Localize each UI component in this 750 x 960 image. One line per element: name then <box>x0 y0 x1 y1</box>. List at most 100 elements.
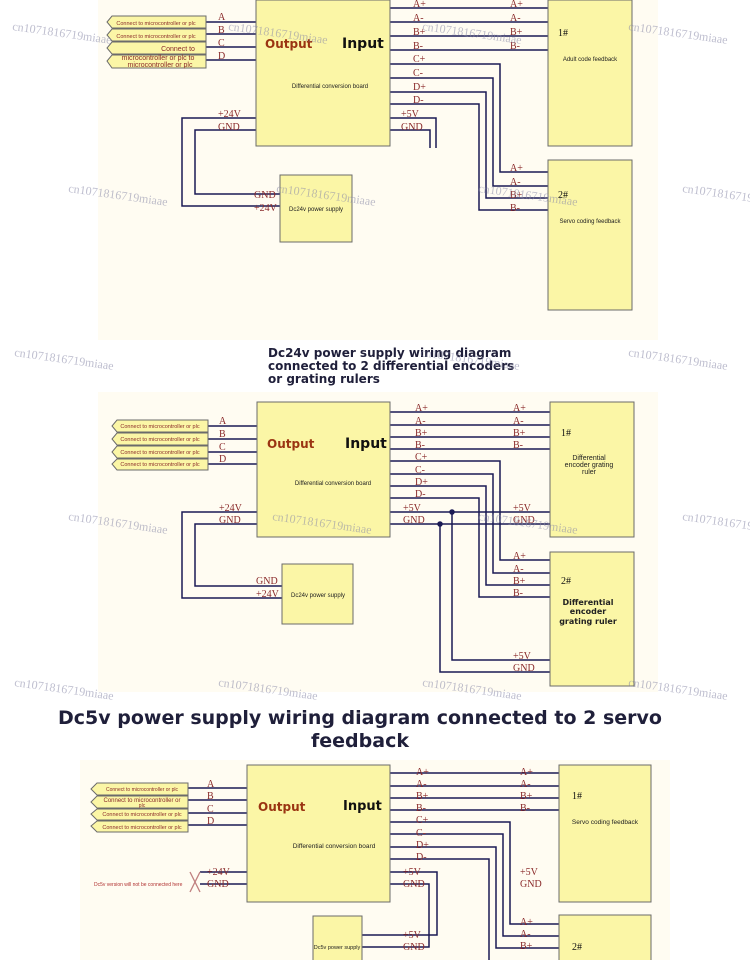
device-label: ruler <box>582 469 597 476</box>
plus24-label: +24V <box>219 503 243 514</box>
output-pin-label: A+ <box>416 767 429 778</box>
output-pin-label: C+ <box>415 452 428 463</box>
plus24-label: +24V <box>207 867 231 878</box>
encoder-pin-label: A+ <box>513 551 526 562</box>
device-label: Differential <box>572 455 606 462</box>
encoder-pin-label: B- <box>520 803 530 814</box>
gnd-label: GND <box>256 576 278 587</box>
encoder-pin-label: A+ <box>513 403 526 414</box>
output-pin-label: D+ <box>413 82 426 93</box>
channel-label: 2# <box>572 942 582 953</box>
encoder-pin-label: A+ <box>510 163 523 174</box>
encoder-pin-label: A+ <box>520 917 533 928</box>
output-pin-label: C+ <box>413 54 426 65</box>
section2-device2 <box>549 551 635 687</box>
output-pin-label: C- <box>415 465 425 476</box>
section1-connector-label: Connect to microcontroller or plc <box>116 21 195 27</box>
section3-board <box>246 764 391 903</box>
section3-connector-label: Connect to microcontroller or plc <box>102 812 181 818</box>
gnd-label: GND <box>403 515 425 526</box>
output-pin-label: D- <box>413 95 424 106</box>
output-pin-label: D+ <box>415 477 428 488</box>
abcd-label: B <box>207 791 214 802</box>
channel-label: 1# <box>561 428 571 439</box>
encoder-pin-label: A- <box>520 929 531 940</box>
abcd-label: C <box>219 442 226 453</box>
section1-diagram <box>181 7 548 211</box>
board-label: Differential conversion board <box>295 481 371 487</box>
device-label: grating ruler <box>559 617 617 626</box>
section3-power-supply <box>312 915 363 960</box>
section2-connectors: Connect to microcontroller or plc Connec… <box>111 419 209 471</box>
section2-board <box>256 401 391 538</box>
board-label: Differential conversion board <box>292 84 368 90</box>
encoder-pin-label: B- <box>510 41 520 52</box>
gnd-label: GND <box>218 122 240 133</box>
section3-boxes <box>246 764 652 960</box>
section3-connector-label: Connect to microcontroller or plc <box>102 825 181 831</box>
output-pin-label: C- <box>416 828 426 839</box>
output-pin-label: B+ <box>416 791 429 802</box>
gnd-label: GND <box>401 122 423 133</box>
section3-note: Dc5v version will not be connected here <box>94 882 183 888</box>
section1-connector-label: microcontroller or plc <box>128 62 193 69</box>
plus5-label: +5V <box>513 503 532 514</box>
gnd-label: GND <box>403 942 425 953</box>
encoder-pin-label: B+ <box>513 576 526 587</box>
input-label: Input <box>342 36 384 52</box>
section2-title-line: or grating rulers <box>268 372 380 386</box>
output-pin-label: A+ <box>415 403 428 414</box>
section3-connector-label: plc <box>139 803 146 809</box>
gnd-label: GND <box>254 190 276 201</box>
section3-connectors: Connect to microcontroller or plc Connec… <box>90 782 189 888</box>
section3-title-line: Dc5v power supply wiring diagram connect… <box>58 707 662 729</box>
section3-device2 <box>558 914 652 960</box>
section2-connector-label: Connect to microcontroller or plc <box>120 424 199 430</box>
abcd-label: B <box>219 429 226 440</box>
device-label: encoder grating <box>565 462 614 469</box>
plus5-label: +5V <box>513 651 532 662</box>
plus5-label: +5V <box>403 930 422 941</box>
output-pin-label: D+ <box>416 840 429 851</box>
output-pin-label: B+ <box>413 27 426 38</box>
gnd-label: GND <box>207 879 229 890</box>
encoder-pin-label: B+ <box>510 190 523 201</box>
plus5-label: +5V <box>403 503 422 514</box>
watermark-text: cn1071816719miaae <box>628 675 729 703</box>
output-pin-label: C+ <box>416 815 429 826</box>
plus24-label: +24V <box>254 203 278 214</box>
plus5-label: +5V <box>401 109 420 120</box>
output-label: Output <box>265 37 313 51</box>
abcd-label: A <box>219 416 227 427</box>
section2-title: Dc24v power supply wiring diagram connec… <box>268 346 514 386</box>
section3-diagram <box>188 772 559 960</box>
section2-device1 <box>549 401 635 538</box>
abcd-label: C <box>207 804 214 815</box>
device-label: Servo coding feedback <box>572 819 639 826</box>
channel-label: 2# <box>561 576 571 587</box>
abcd-label: D <box>207 816 214 827</box>
abcd-label: A <box>207 779 215 790</box>
output-pin-label: B- <box>416 803 426 814</box>
section1-connector-label: Connect to microcontroller or plc <box>116 34 195 40</box>
abcd-label: B <box>218 25 225 36</box>
board-label: Differential conversion board <box>293 843 376 850</box>
output-pin-label: A+ <box>413 0 426 10</box>
encoder-pin-label: B+ <box>520 791 533 802</box>
section1-text: A B C D Output Input Differential conver… <box>218 0 622 225</box>
section2-power-supply <box>281 563 354 625</box>
section2-connector-label: Connect to microcontroller or plc <box>120 462 199 468</box>
abcd-label: C <box>218 38 225 49</box>
device-label: Adult code feedback <box>563 57 618 63</box>
watermark-text: cn1071816719miaae <box>12 19 113 47</box>
input-label: Input <box>345 436 387 452</box>
watermark-text: cn1071816719miaae <box>14 345 115 373</box>
section1-device2 <box>547 159 633 311</box>
section3-connector-label: Connect to microcontroller or <box>103 798 180 804</box>
device-label: Differential <box>562 598 613 607</box>
encoder-pin-label: B- <box>510 203 520 214</box>
section3-not-connected-icon <box>189 871 201 893</box>
section3-device1 <box>558 764 652 903</box>
device-label: Servo coding feedback <box>559 219 621 225</box>
